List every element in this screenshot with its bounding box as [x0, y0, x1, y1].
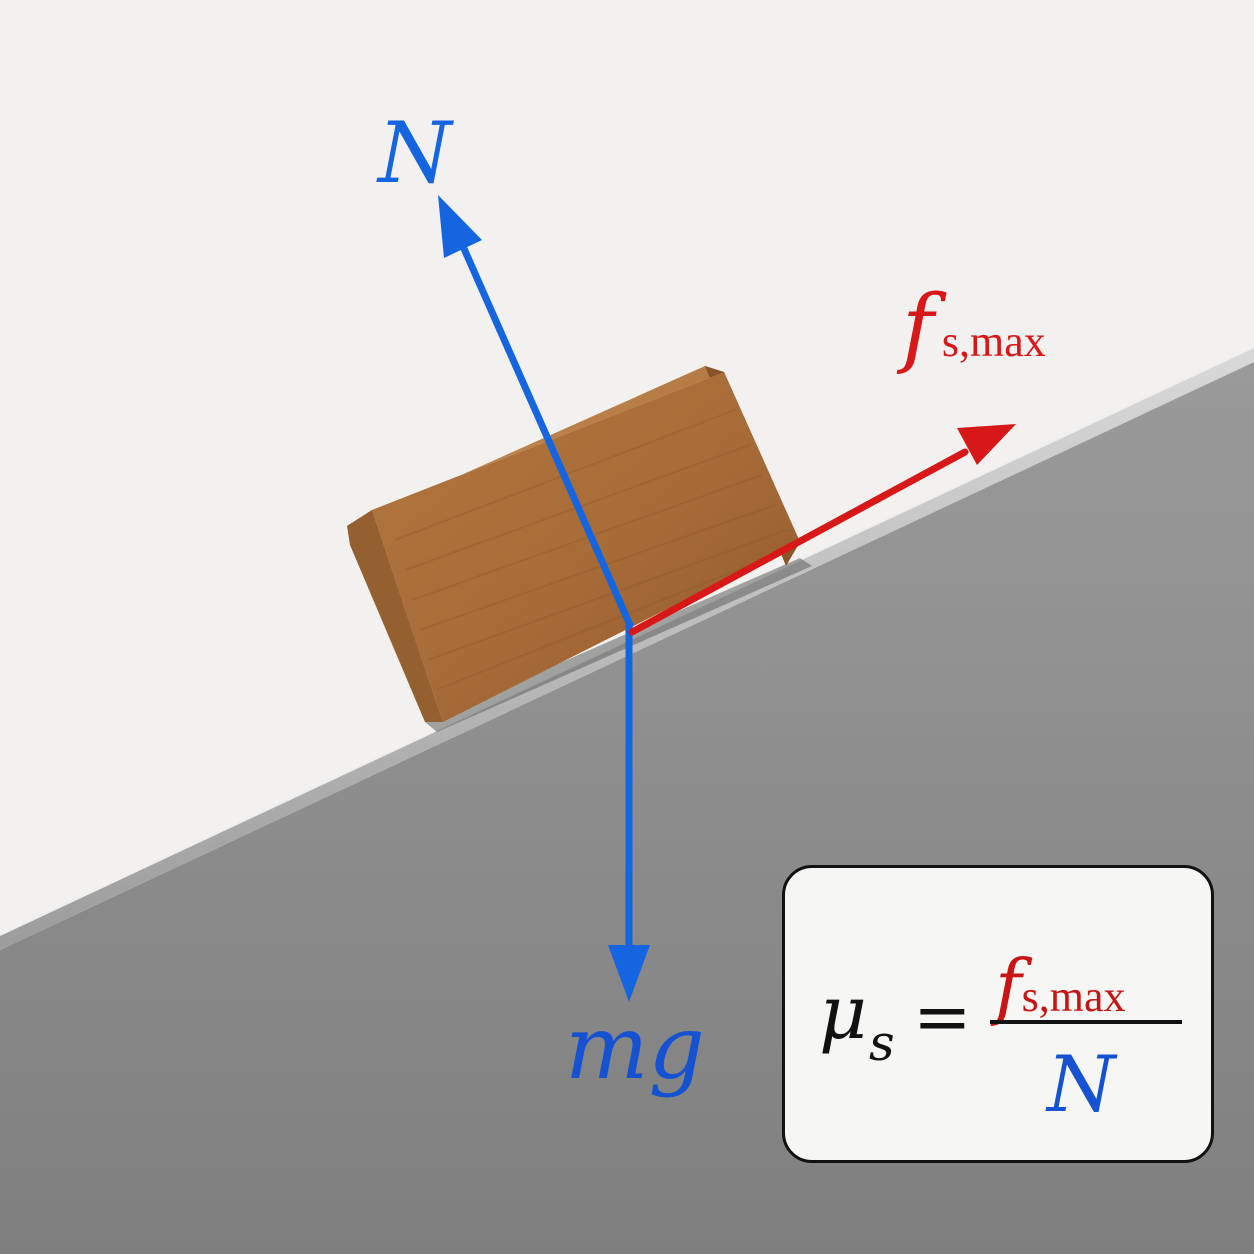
formula-equals-sign: = — [913, 976, 972, 1058]
normal-force-label: N — [376, 104, 454, 202]
formula-numerator-symbol: f — [995, 944, 1022, 1028]
formula-numerator-subscript: s,max — [1021, 972, 1126, 1021]
formula-fraction-bar — [990, 1020, 1182, 1024]
normal-force-arrow — [438, 195, 634, 629]
weight-label: mg — [565, 996, 705, 1099]
formula-mu-symbol: μ — [819, 970, 868, 1056]
weight-arrow — [608, 621, 650, 1002]
block-top-face — [347, 366, 724, 526]
block-front-face — [372, 372, 800, 722]
friction-label-subscript: s,max — [942, 317, 1046, 366]
friction-arrow — [628, 424, 1016, 636]
formula-numerator: fs,max — [995, 950, 1126, 1022]
block-shadow — [425, 558, 812, 732]
formula-denominator: N — [1047, 1040, 1116, 1130]
block-left-face — [347, 510, 443, 722]
formula-mu-subscript: s — [869, 1014, 895, 1072]
formula-box: μ s = fs,max N — [782, 865, 1214, 1163]
